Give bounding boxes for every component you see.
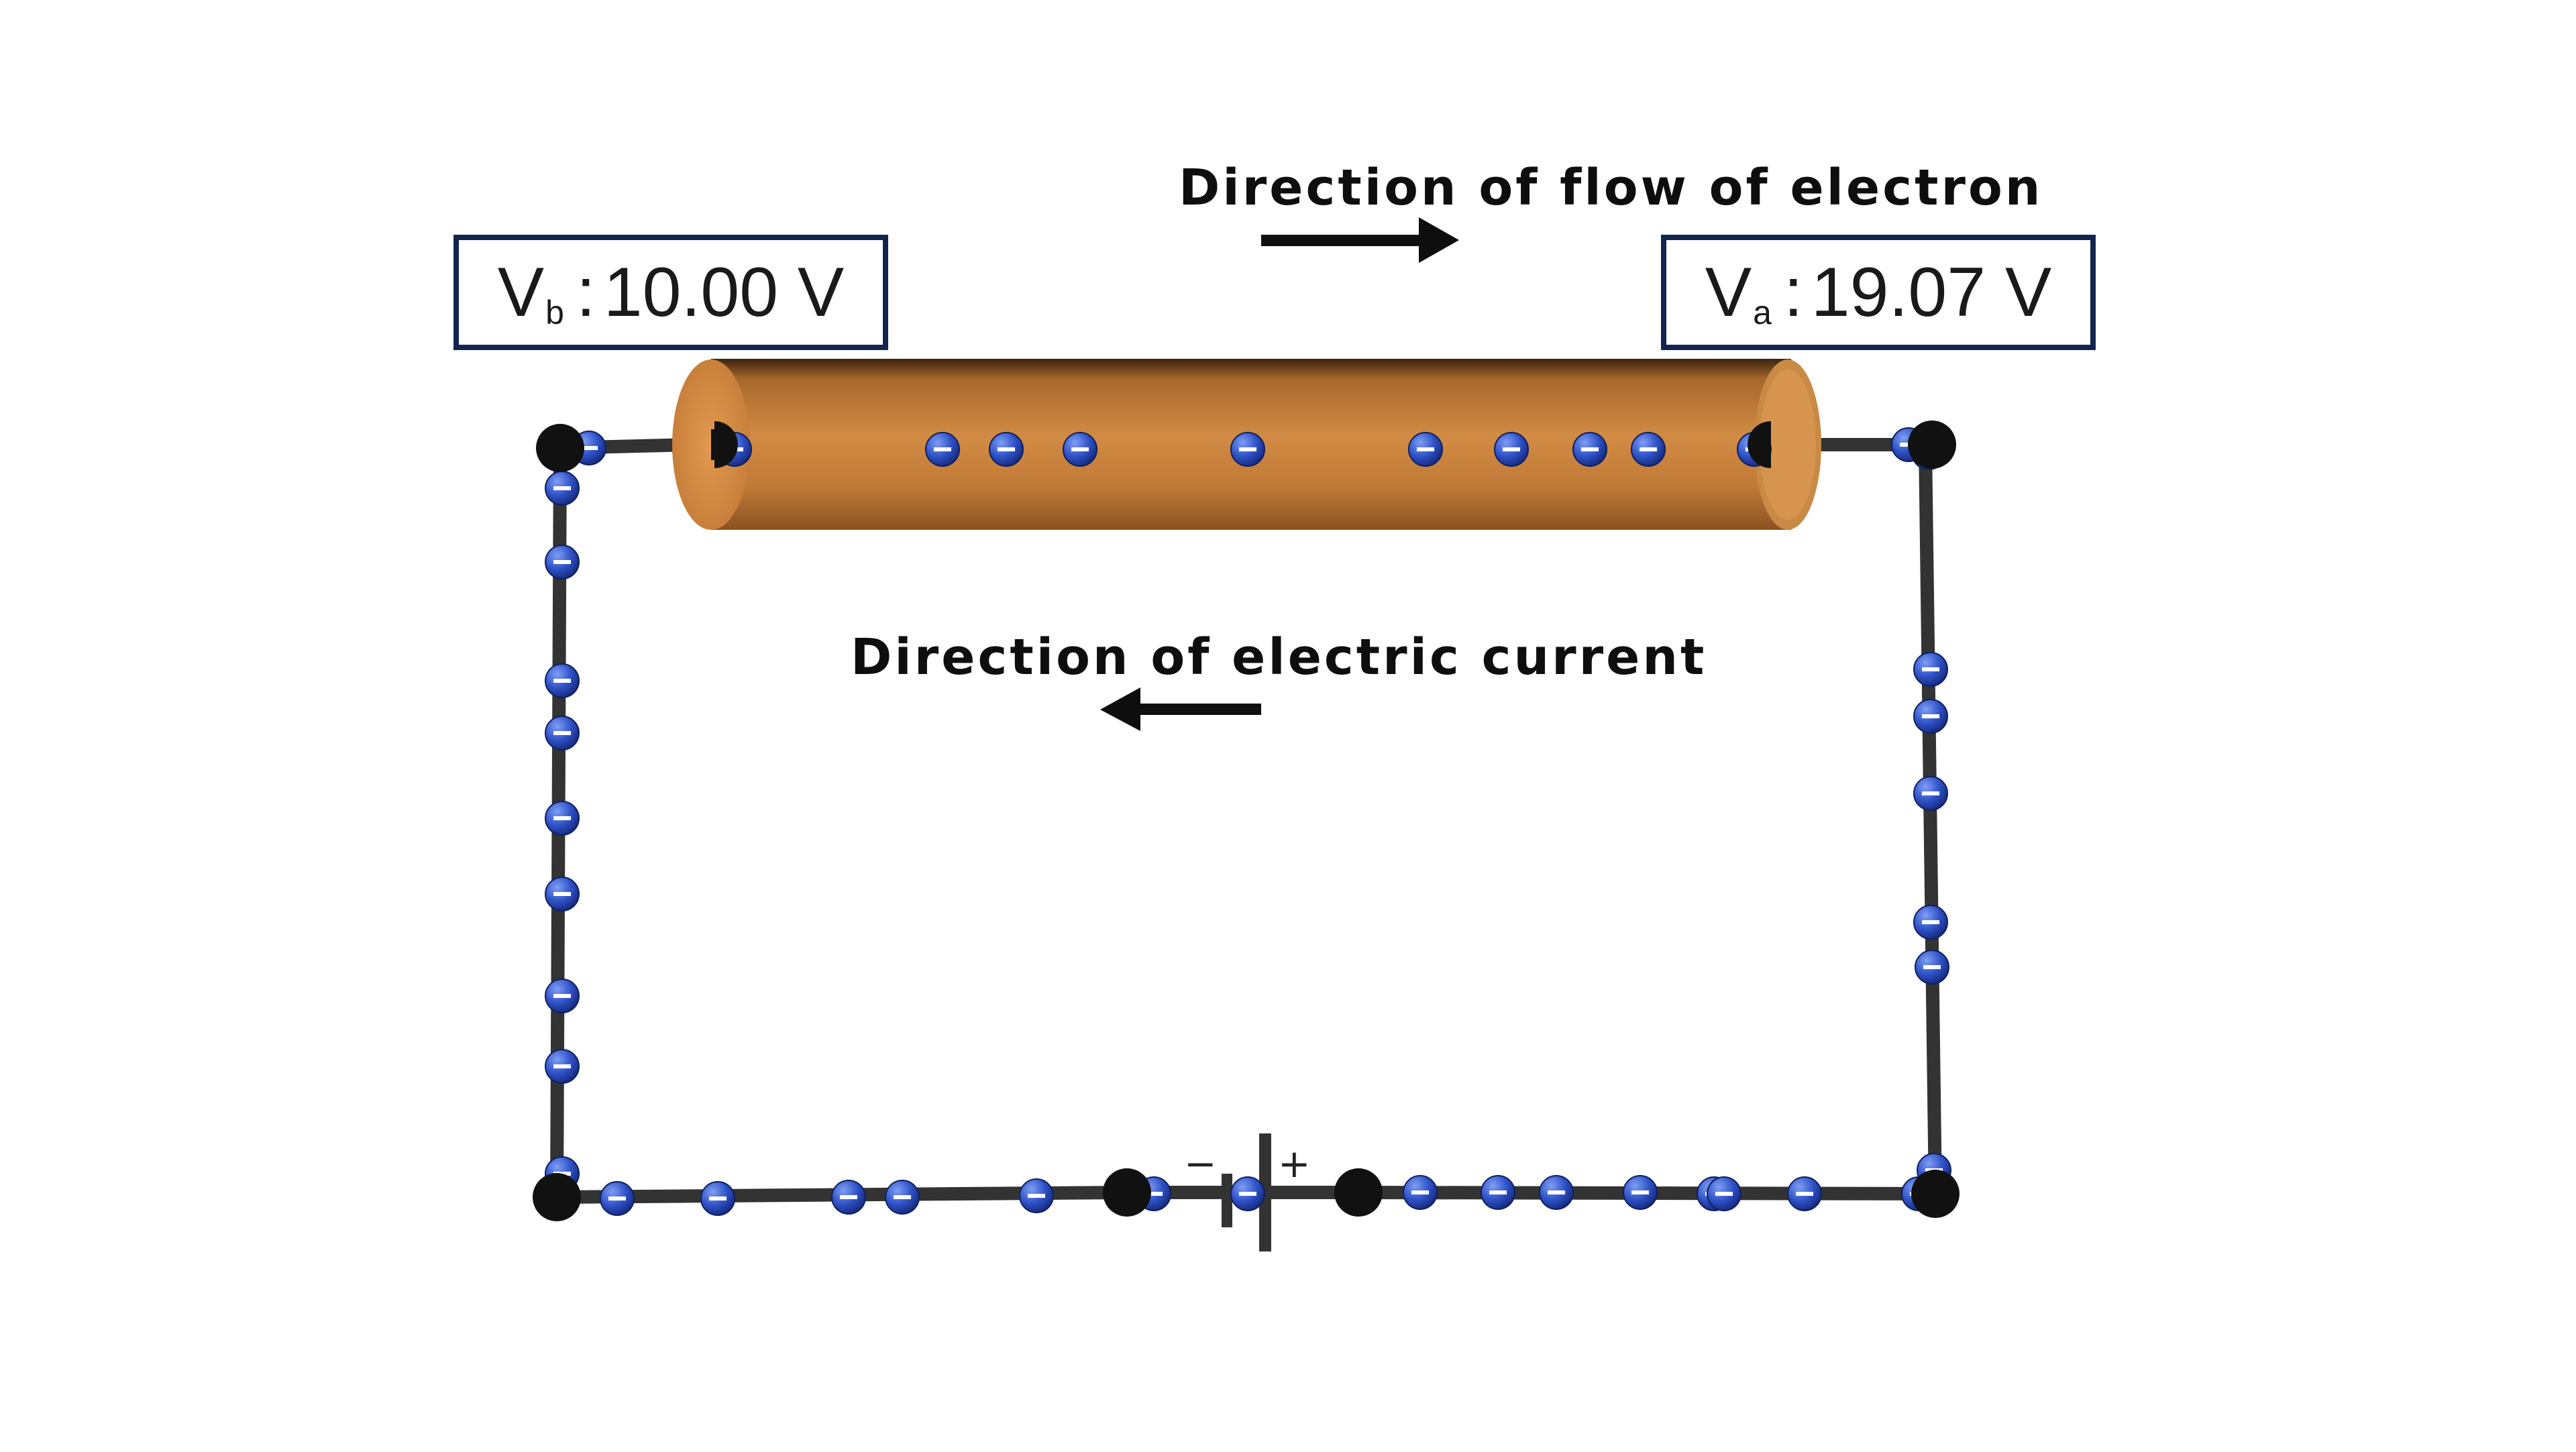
voltage-a-separator: : <box>1783 253 1803 331</box>
node-battery-left <box>1103 1168 1151 1217</box>
electron-icon <box>545 663 580 698</box>
electric-current-label: Direction of electric current <box>851 628 1707 686</box>
voltage-b-subscript: b <box>545 294 564 331</box>
electron-icon <box>545 545 580 579</box>
electron-icon <box>885 1180 920 1215</box>
electron-icon <box>1913 905 1948 940</box>
voltage-b-separator: : <box>576 253 596 331</box>
electron-icon <box>1481 1175 1515 1210</box>
electron-icon <box>545 877 580 911</box>
electron-icon <box>1063 432 1097 467</box>
circuit-wire <box>550 438 1942 1204</box>
node-battery-right <box>1334 1168 1383 1217</box>
electron-icon <box>1494 432 1529 467</box>
wire-electrons <box>545 427 1951 1216</box>
node-top-right <box>1908 421 1956 469</box>
battery-positive-sign: + <box>1278 1141 1311 1186</box>
node-bottom-left <box>533 1173 581 1221</box>
voltage-a-symbol: V <box>1705 253 1752 331</box>
electron-flow-label: Direction of flow of electron <box>1179 159 2043 217</box>
electron-icon <box>600 1181 635 1216</box>
electron-icon <box>1631 432 1666 467</box>
battery-positive-plate <box>1259 1133 1271 1251</box>
voltage-b-value: 10.00 V <box>603 253 845 331</box>
electron-flow-arrow-icon <box>1261 217 1459 263</box>
electron-icon <box>1913 699 1948 734</box>
voltage-b-symbol: V <box>497 253 545 331</box>
electron-icon <box>1019 1178 1054 1213</box>
circuit-nodes <box>533 421 1960 1221</box>
electron-icon <box>1230 432 1265 467</box>
electron-icon <box>1915 950 1949 985</box>
electron-icon <box>700 1181 735 1216</box>
electron-icon <box>1403 1175 1438 1210</box>
electron-icon <box>1408 432 1443 467</box>
electron-icon <box>1539 1175 1574 1210</box>
current-direction-arrow-icon <box>1100 687 1261 731</box>
battery-symbol: − + <box>1184 1133 1311 1251</box>
node-top-left <box>536 424 584 472</box>
battery-negative-sign: − <box>1184 1141 1217 1186</box>
electron-icon <box>1623 1175 1658 1210</box>
node-bottom-right <box>1911 1170 1960 1218</box>
voltage-a-subscript: a <box>1753 294 1772 331</box>
rod-left-terminal <box>714 421 738 468</box>
electron-icon <box>545 716 580 750</box>
electron-icon <box>1572 432 1607 467</box>
rod-right-terminal <box>1748 421 1771 468</box>
electron-icon <box>545 801 580 836</box>
electron-icon <box>925 432 960 467</box>
electron-icon <box>989 432 1024 467</box>
electron-icon <box>1707 1176 1741 1211</box>
electron-icon <box>545 979 580 1013</box>
electron-icon <box>545 471 580 506</box>
battery-negative-plate <box>1222 1174 1232 1227</box>
electron-icon <box>1230 1176 1265 1211</box>
voltage-a-value: 19.07 V <box>1811 253 2052 331</box>
electron-icon <box>1913 776 1948 811</box>
electron-icon <box>1913 652 1948 687</box>
electron-icon <box>831 1180 866 1215</box>
electron-icon <box>1787 1176 1822 1211</box>
electron-icon <box>545 1049 580 1084</box>
